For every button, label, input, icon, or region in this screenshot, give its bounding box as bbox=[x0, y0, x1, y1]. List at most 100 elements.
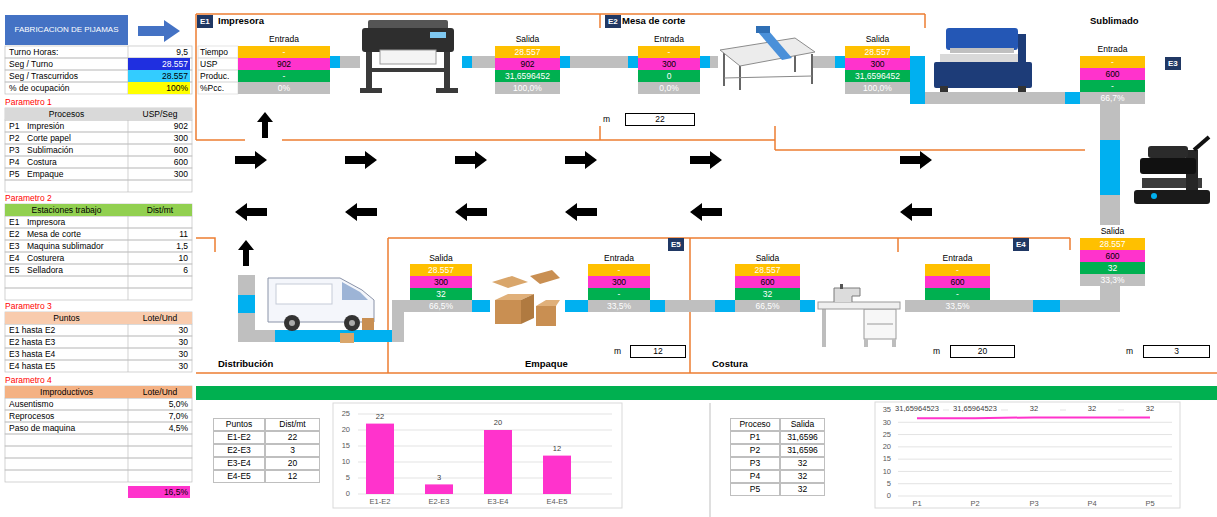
cell-text: Entrada bbox=[269, 35, 299, 44]
table-grid bbox=[5, 276, 192, 288]
cell-text: Entrada bbox=[604, 254, 634, 263]
cell-text: Lote/Und bbox=[143, 314, 178, 323]
row-label: Corte papel bbox=[26, 132, 126, 144]
cell-text: 32 bbox=[1108, 264, 1117, 273]
delivery-van-icon bbox=[289, 320, 295, 326]
value-cell: 300 bbox=[410, 276, 472, 288]
panel-divider bbox=[710, 403, 711, 517]
value-cell: 28.557 bbox=[845, 46, 910, 58]
value-cell: 7,0% bbox=[128, 410, 190, 422]
title-text: FABRICACION DE PIJAMAS bbox=[14, 25, 118, 34]
cell-text: 100,0% bbox=[513, 84, 542, 93]
conveyor-segment bbox=[340, 56, 360, 68]
cell-text: 28.557 bbox=[515, 48, 541, 57]
bar bbox=[366, 424, 394, 494]
row-label: Impresora bbox=[26, 216, 126, 228]
cell-text: P1 bbox=[9, 122, 19, 131]
grid-line bbox=[898, 483, 1172, 484]
chart-frame bbox=[333, 403, 622, 508]
table-cell: 12 bbox=[265, 470, 320, 483]
cell-text: Ausentismo bbox=[9, 400, 53, 409]
cell-text: Impresión bbox=[27, 122, 64, 131]
conveyor-segment bbox=[238, 275, 255, 342]
conveyor-segment bbox=[910, 56, 925, 104]
cell-text: m bbox=[614, 347, 621, 356]
axis-tick: 25 bbox=[334, 409, 352, 419]
header-cell: Procesos bbox=[5, 108, 128, 120]
cell-text: E1-E2 bbox=[227, 433, 251, 442]
cell-text: 4,5% bbox=[169, 424, 188, 433]
cell-text: P3 bbox=[9, 146, 19, 155]
cell-text: Corte papel bbox=[27, 134, 71, 143]
panel-title-holder: Sublimado bbox=[1090, 15, 1139, 26]
table-grid bbox=[5, 434, 192, 446]
cell-text: P5 bbox=[750, 485, 760, 494]
header-cell: Estaciones trabajo bbox=[5, 204, 128, 216]
flow-arrow bbox=[455, 203, 487, 221]
cell-text: Impresora bbox=[27, 218, 65, 227]
cell-text: 300 bbox=[434, 278, 448, 287]
delivery-van-icon bbox=[268, 278, 374, 322]
boxes-icon bbox=[492, 276, 528, 288]
boxes-icon bbox=[530, 270, 560, 284]
value-cell: 5,0% bbox=[128, 398, 190, 410]
axis-tick: 0 bbox=[334, 489, 352, 499]
cell-text: E4 bbox=[9, 254, 19, 263]
cell-text: %Pcc. bbox=[200, 84, 224, 93]
data-label: 22 bbox=[368, 412, 392, 422]
cell-text: P2 bbox=[750, 446, 760, 455]
sewing-table-icon bbox=[864, 309, 896, 339]
data-label: 3 bbox=[427, 472, 451, 482]
value-cell: 902 bbox=[495, 58, 560, 70]
value-cell: 28.557 bbox=[410, 264, 472, 276]
sewing-table-icon bbox=[818, 284, 900, 347]
row-label: Sublimación bbox=[26, 144, 126, 156]
cell-text: Parametro 1 bbox=[5, 98, 52, 107]
region-line bbox=[196, 372, 1217, 374]
cell-text: USP/Seg bbox=[143, 110, 178, 119]
cell-text: Entrada bbox=[943, 254, 973, 263]
column-header: Entrada bbox=[638, 33, 700, 45]
column-header: Salida bbox=[735, 252, 800, 264]
conveyor-segment bbox=[560, 56, 570, 68]
data-label: 20 bbox=[486, 418, 510, 428]
cell-text: 3 bbox=[290, 446, 295, 455]
cell-text: 0 bbox=[346, 490, 350, 498]
value-cell: - bbox=[638, 46, 700, 58]
cell-text: E2 hasta E3 bbox=[9, 338, 55, 347]
cell-text: 11 bbox=[179, 230, 188, 239]
table-cell: P3 bbox=[730, 457, 780, 470]
axis-tick: 15 bbox=[877, 454, 893, 464]
cell-text: E1-E2 bbox=[370, 498, 391, 506]
value-cell: - bbox=[925, 264, 990, 276]
flow-arrow bbox=[690, 203, 722, 221]
row-label: Tiempo bbox=[199, 46, 237, 58]
cell-text: E2-E3 bbox=[227, 446, 251, 455]
table-grid bbox=[128, 204, 129, 300]
row-label: USP bbox=[199, 58, 237, 70]
table-grid bbox=[5, 156, 192, 168]
cell-text: USP bbox=[200, 60, 217, 69]
axis-label: P3 bbox=[1024, 499, 1044, 508]
grid-line bbox=[898, 496, 1172, 497]
heat-press-icon bbox=[1140, 158, 1196, 174]
table-grid bbox=[5, 446, 192, 458]
panel-title-holder: Impresora bbox=[218, 15, 264, 26]
region-line bbox=[196, 238, 215, 252]
flow-arrow bbox=[238, 240, 254, 266]
flow-arrow bbox=[900, 203, 932, 221]
axis-label: E1-E2 bbox=[360, 497, 400, 506]
distance-box: 22 bbox=[625, 113, 695, 126]
flow-arrow bbox=[565, 203, 597, 221]
region-line bbox=[282, 139, 775, 141]
value-cell: 902 bbox=[128, 120, 190, 132]
cell-text: E5 bbox=[9, 266, 19, 275]
flow-arrow bbox=[690, 151, 722, 169]
cell-text: 30 bbox=[883, 419, 891, 427]
header-cell: Puntos bbox=[213, 418, 265, 431]
flow-arrow bbox=[900, 151, 932, 169]
table-grid bbox=[198, 70, 238, 82]
cell-text: 12 bbox=[288, 472, 297, 481]
table-grid bbox=[128, 434, 129, 482]
cell-text: 35 bbox=[883, 406, 891, 414]
